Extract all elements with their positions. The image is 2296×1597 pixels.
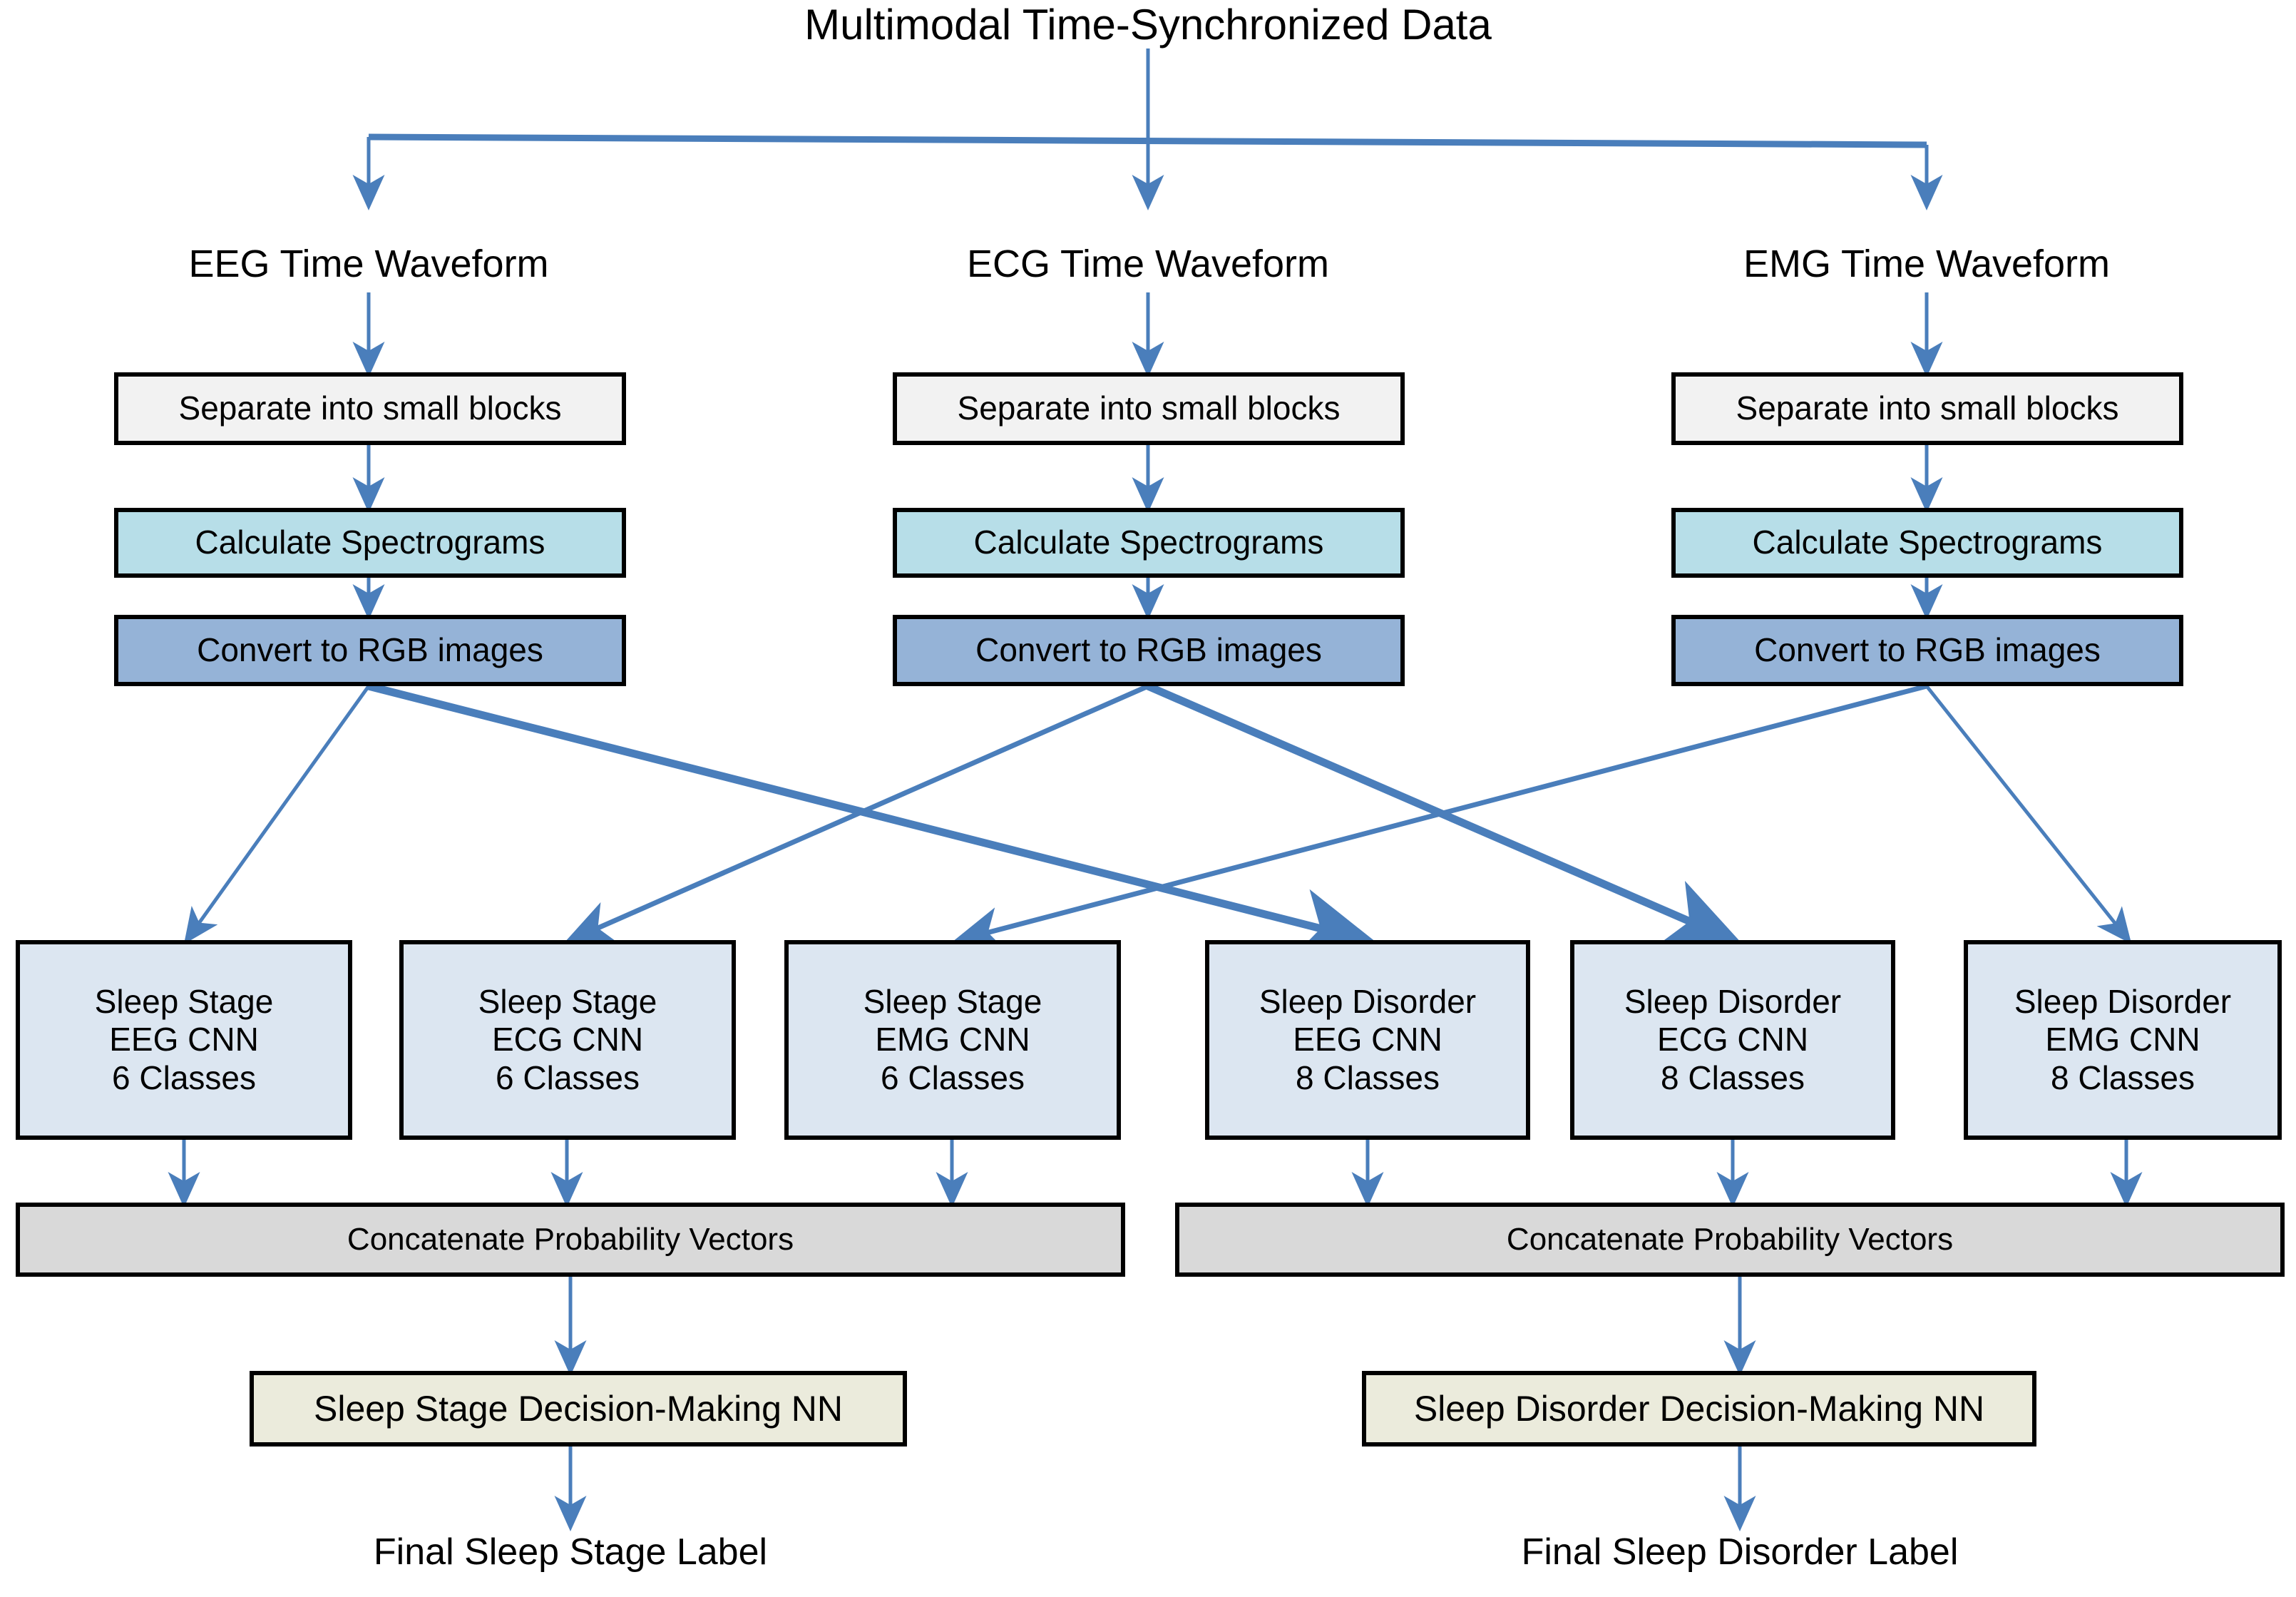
waveform-label-eeg: EEG Time Waveform — [188, 243, 549, 285]
cnn-box-sleep-disorder-eeg[interactable]: Sleep Disorder EEG CNN 8 Classes — [1205, 940, 1530, 1140]
cnn-box-sleep-stage-ecg[interactable]: Sleep Stage ECG CNN 6 Classes — [399, 940, 736, 1140]
cnn-task-label: Sleep Disorder — [2014, 982, 2232, 1020]
cnn-box-sleep-disorder-ecg[interactable]: Sleep Disorder ECG CNN 8 Classes — [1570, 940, 1895, 1140]
decision-nn-sleep-stage[interactable]: Sleep Stage Decision-Making NN — [250, 1371, 907, 1447]
final-label-sleep-disorder: Final Sleep Disorder Label — [1521, 1531, 1959, 1573]
cnn-classes-label: 8 Classes — [2051, 1058, 2195, 1096]
waveform-label-ecg: ECG Time Waveform — [966, 243, 1330, 285]
cnn-task-label: Sleep Stage — [863, 982, 1042, 1020]
step-emg-calculate-spectrograms[interactable]: Calculate Spectrograms — [1671, 508, 2183, 578]
step-emg-convert-rgb[interactable]: Convert to RGB images — [1671, 615, 2183, 686]
page-title: Multimodal Time-Synchronized Data — [804, 0, 1492, 49]
step-eeg-separate-blocks[interactable]: Separate into small blocks — [114, 372, 626, 445]
cnn-model-label: EEG CNN — [109, 1021, 259, 1058]
cnn-box-sleep-stage-eeg[interactable]: Sleep Stage EEG CNN 6 Classes — [16, 940, 352, 1140]
cnn-model-label: ECG CNN — [491, 1021, 644, 1058]
edge-eeg-rgb-to-disorder-cnn — [367, 682, 1377, 958]
step-eeg-convert-rgb[interactable]: Convert to RGB images — [114, 615, 626, 686]
step-ecg-separate-blocks[interactable]: Separate into small blocks — [893, 372, 1405, 445]
cnn-model-label: EMG CNN — [2045, 1021, 2200, 1058]
step-ecg-calculate-spectrograms[interactable]: Calculate Spectrograms — [893, 508, 1405, 578]
decision-nn-sleep-disorder[interactable]: Sleep Disorder Decision-Making NN — [1362, 1371, 2036, 1447]
edge-ecg-rgb-to-stage-cnn — [564, 683, 1149, 944]
waveform-label-emg: EMG Time Waveform — [1743, 243, 2111, 285]
concat-bar-sleep-stage[interactable]: Concatenate Probability Vectors — [16, 1203, 1125, 1277]
final-label-sleep-stage: Final Sleep Stage Label — [373, 1531, 768, 1573]
step-emg-separate-blocks[interactable]: Separate into small blocks — [1671, 372, 2183, 445]
cnn-task-label: Sleep Stage — [478, 982, 657, 1020]
edge-eeg-rgb-to-stage-cnn — [183, 685, 371, 944]
cnn-classes-label: 6 Classes — [112, 1058, 256, 1096]
edge-emg-rgb-to-disorder-cnn — [1925, 685, 2132, 944]
cnn-box-sleep-stage-emg[interactable]: Sleep Stage EMG CNN 6 Classes — [784, 940, 1121, 1140]
concat-bar-sleep-disorder[interactable]: Concatenate Probability Vectors — [1175, 1203, 2285, 1277]
step-eeg-calculate-spectrograms[interactable]: Calculate Spectrograms — [114, 508, 626, 578]
edge-ecg-rgb-to-disorder-cnn — [1146, 682, 1743, 946]
edge-distribution-bus — [368, 133, 1927, 148]
cnn-classes-label: 6 Classes — [496, 1058, 640, 1096]
edge-emg-rgb-to-stage-cnn — [952, 683, 1927, 951]
cnn-model-label: EEG CNN — [1293, 1021, 1442, 1058]
cnn-box-sleep-disorder-emg[interactable]: Sleep Disorder EMG CNN 8 Classes — [1964, 940, 2282, 1140]
cnn-model-label: ECG CNN — [1656, 1021, 1809, 1058]
cnn-model-label: EMG CNN — [875, 1021, 1030, 1058]
cnn-task-label: Sleep Disorder — [1624, 982, 1842, 1020]
step-ecg-convert-rgb[interactable]: Convert to RGB images — [893, 615, 1405, 686]
cnn-classes-label: 6 Classes — [881, 1058, 1025, 1096]
cnn-classes-label: 8 Classes — [1296, 1058, 1440, 1096]
cnn-task-label: Sleep Stage — [94, 982, 274, 1020]
cnn-classes-label: 8 Classes — [1661, 1058, 1805, 1096]
cnn-task-label: Sleep Disorder — [1259, 982, 1477, 1020]
